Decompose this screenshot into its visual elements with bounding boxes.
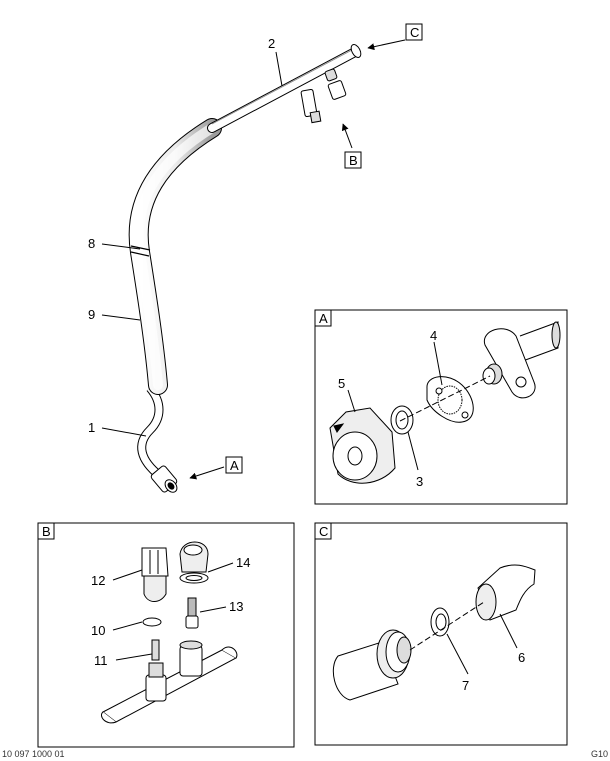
callout-a[interactable]: A xyxy=(225,456,243,474)
footer-page: G10 xyxy=(590,749,608,759)
view-a-label: A xyxy=(319,311,328,326)
part-10-label: 10 xyxy=(91,623,105,638)
part-11-label: 11 xyxy=(94,653,108,668)
view-c-axis xyxy=(409,601,485,651)
upper-end-fitting xyxy=(350,44,362,58)
view-c-label: C xyxy=(319,524,328,539)
view-b-label: B xyxy=(42,524,51,539)
part-8-label: 8 xyxy=(88,236,95,251)
callout-b[interactable]: B xyxy=(344,151,362,169)
part-1-label: 1 xyxy=(88,420,95,435)
part-2-label: 2 xyxy=(268,36,275,51)
view-b-fitting-left xyxy=(145,674,167,702)
footer-reference: 10 097 1000 01 xyxy=(2,749,65,759)
main-assembly xyxy=(128,44,362,493)
view-b-panel: B xyxy=(37,522,295,748)
seal-10 xyxy=(142,617,162,627)
svg-text:B: B xyxy=(349,153,358,168)
part-5-label: 5 xyxy=(338,376,345,391)
clamp xyxy=(130,245,151,257)
svg-text:C: C xyxy=(410,25,419,40)
view-a-axis xyxy=(399,375,491,422)
callout-c[interactable]: C xyxy=(405,23,423,41)
part-14-label: 14 xyxy=(236,555,250,570)
part-13-label: 13 xyxy=(229,599,243,614)
view-b-fitting-right xyxy=(179,645,203,677)
valve-13 xyxy=(187,597,197,617)
test-ports xyxy=(300,68,347,124)
part-6-label: 6 xyxy=(518,650,525,665)
part-12-label: 12 xyxy=(91,573,105,588)
part-4-label: 4 xyxy=(430,328,437,343)
fitting-12 xyxy=(141,547,169,577)
main-leaders xyxy=(101,39,406,480)
svg-text:A: A xyxy=(230,458,239,473)
part-9-label: 9 xyxy=(88,307,95,322)
part-3-label: 3 xyxy=(416,474,423,489)
valve-11 xyxy=(151,639,160,661)
lower-fitting xyxy=(150,465,178,493)
part-7-label: 7 xyxy=(462,678,469,693)
view-a-panel: A xyxy=(314,309,568,505)
view-c-panel: C 6 7 xyxy=(314,522,568,746)
